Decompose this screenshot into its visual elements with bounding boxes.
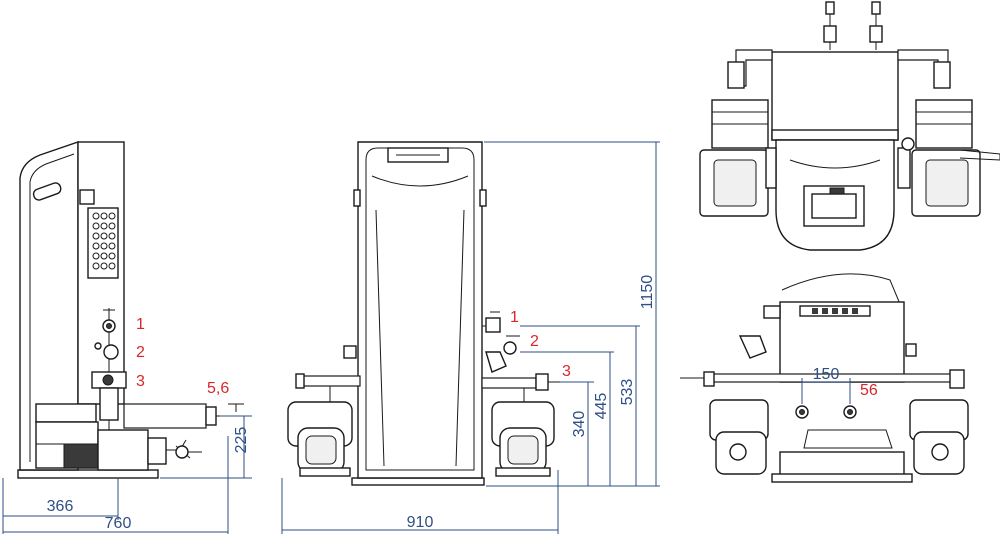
side-bracket <box>79 189 95 205</box>
front-left-pipe <box>301 375 361 387</box>
top-cabinet <box>771 51 899 141</box>
side-cabinet-edge <box>29 153 75 462</box>
rear-cabinet-top <box>781 273 901 305</box>
rear-callout-56: 56 <box>860 382 878 399</box>
side-callout-2: 2 <box>136 344 145 361</box>
dim-760: 760 <box>105 515 132 532</box>
side-cabinet-shell <box>19 141 79 471</box>
front-base-plate <box>351 477 485 486</box>
side-pump-head <box>97 429 149 471</box>
rear-connectors <box>812 308 858 314</box>
dim-225: 225 <box>233 427 250 454</box>
side-valves <box>91 308 127 430</box>
side-callout-5-6: 5,6 <box>207 380 229 397</box>
dim-533: 533 <box>619 379 636 406</box>
side-handle <box>32 182 62 201</box>
front-callout-2: 2 <box>530 333 539 350</box>
top-valves <box>823 1 883 50</box>
front-callout-1: 1 <box>510 309 519 326</box>
top-view <box>699 1 1000 251</box>
front-right-valves <box>481 311 578 391</box>
dim-366: 366 <box>47 498 74 515</box>
side-pump-top <box>35 403 97 423</box>
keypad-buttons <box>92 212 116 270</box>
dim-910: 910 <box>407 514 434 531</box>
side-view: 366 760 225 1 2 3 5,6 <box>2 141 252 534</box>
front-callout-3: 3 <box>562 363 571 380</box>
front-cabinet <box>357 141 483 479</box>
side-callout-3: 3 <box>136 373 145 390</box>
side-pump-fins <box>63 443 99 469</box>
side-callout-1: 1 <box>136 316 145 333</box>
rear-view: 150 56 <box>680 273 969 483</box>
dim-340: 340 <box>571 411 588 438</box>
side-base-plate <box>17 469 159 479</box>
side-outlet-pipe <box>123 403 207 429</box>
dim-150: 150 <box>813 366 840 383</box>
front-view: 910 340 445 533 1150 1 2 3 <box>281 141 660 534</box>
dim-1150: 1150 <box>639 275 656 310</box>
dim-445: 445 <box>593 393 610 420</box>
